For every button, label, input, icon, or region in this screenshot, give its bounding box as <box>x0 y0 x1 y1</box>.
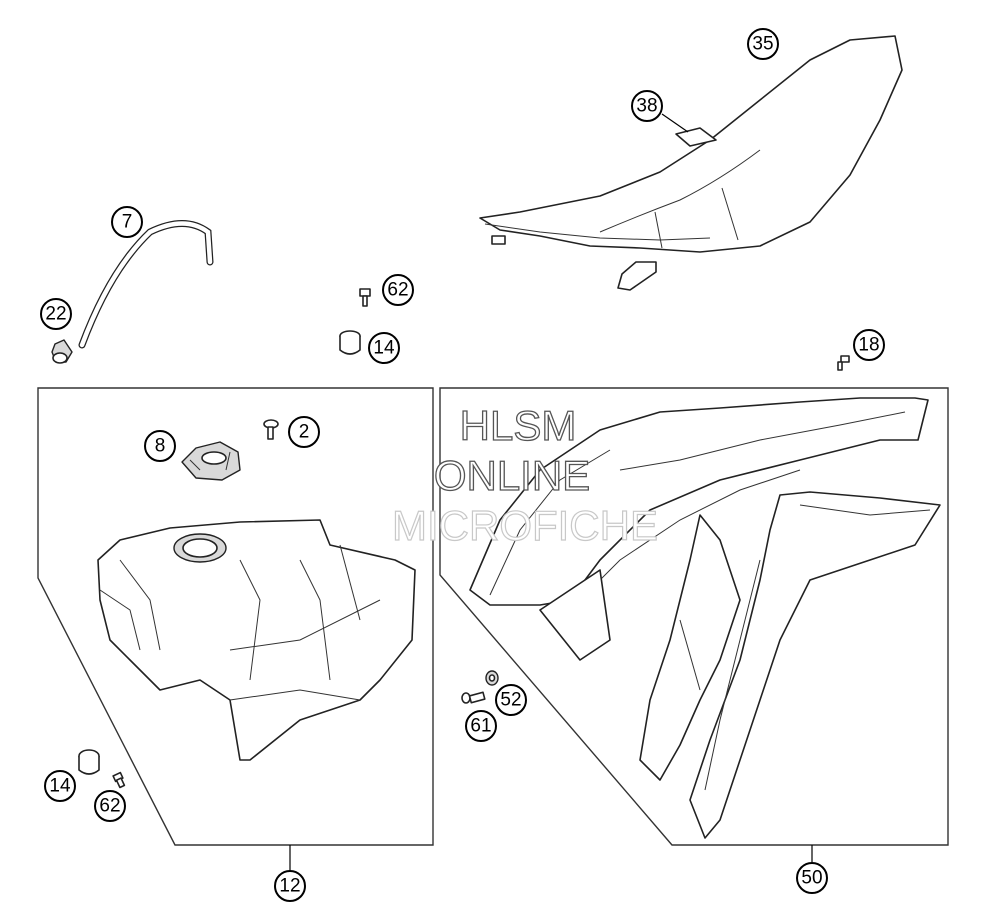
fuel-tank <box>97 519 416 761</box>
callout-38-label: 38 <box>636 96 657 117</box>
callout-22-label: 22 <box>45 304 66 325</box>
spoiler-group-frame <box>439 387 949 846</box>
watermark-line2: ONLINE <box>434 452 590 499</box>
callout-50: 50 <box>796 862 828 894</box>
callout-18-label: 18 <box>858 335 879 356</box>
callout-52-label: 52 <box>500 690 521 711</box>
screw-18 <box>837 355 850 371</box>
callout-14-bottom-label: 14 <box>49 776 71 797</box>
seat <box>479 35 903 291</box>
bushing-bottom <box>78 749 100 775</box>
callout-62-bottom: 62 <box>94 790 126 822</box>
hose-fitting <box>51 339 73 364</box>
callout-7: 7 <box>111 206 143 238</box>
watermark: HLSM ONLINE MICROFICHE <box>391 401 658 549</box>
callout-35-label: 35 <box>752 34 773 55</box>
screw-2 <box>263 419 279 440</box>
callout-2: 2 <box>288 416 320 448</box>
callout-61-label: 61 <box>470 716 491 737</box>
callout-35: 35 <box>747 28 779 60</box>
callout-8: 8 <box>144 430 176 462</box>
screw-top <box>359 288 371 307</box>
tank-spoilers <box>469 397 941 839</box>
callout-14-bottom: 14 <box>44 770 76 802</box>
callout-14-top: 14 <box>368 332 400 364</box>
callout-2-label: 2 <box>299 422 310 443</box>
callout-62-top: 62 <box>382 274 414 306</box>
washer-52 <box>485 670 499 686</box>
callout-38: 38 <box>631 90 663 122</box>
fuel-tank-group-frame <box>37 387 434 846</box>
screw-bottom <box>112 771 126 789</box>
breather-hose <box>78 220 214 349</box>
callout-62-top-label: 62 <box>387 280 408 301</box>
callout-50-label: 50 <box>801 868 822 889</box>
callout-61: 61 <box>465 710 497 742</box>
fuel-cap <box>181 441 241 481</box>
callout-7-label: 7 <box>122 212 133 233</box>
callout-52: 52 <box>495 684 527 716</box>
callout-18: 18 <box>853 329 885 361</box>
callout-14-top-label: 14 <box>373 338 395 359</box>
callout-22: 22 <box>40 298 72 330</box>
callout-62-bottom-label: 62 <box>99 796 120 817</box>
callout-8-label: 8 <box>155 436 166 457</box>
watermark-line3: MICROFICHE <box>392 502 658 549</box>
callout-12-label: 12 <box>279 876 300 897</box>
callout-12: 12 <box>274 870 306 902</box>
screw-61 <box>461 691 486 704</box>
watermark-line1: HLSM <box>460 402 577 449</box>
bushing-top <box>339 330 361 355</box>
